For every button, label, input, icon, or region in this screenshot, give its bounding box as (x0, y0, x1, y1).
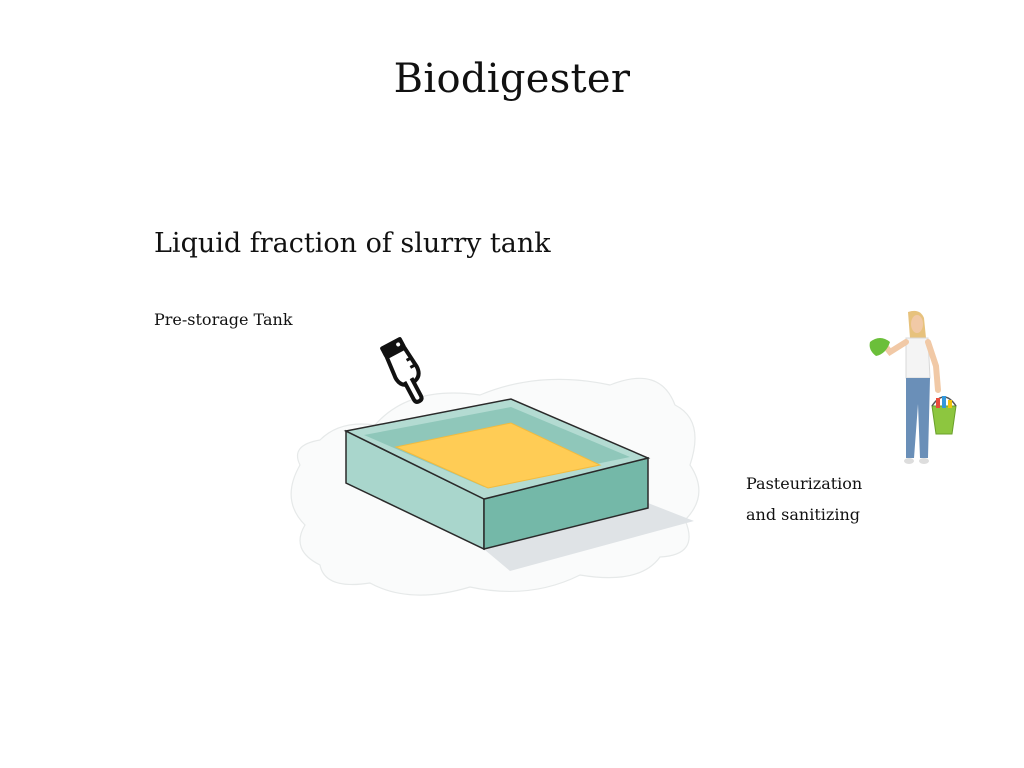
pre-storage-tank-illustration (290, 377, 700, 596)
slide-title: Biodigester (393, 56, 631, 102)
pasteurization-label-line2: and sanitizing (746, 505, 860, 524)
pointing-hand-icon (380, 337, 424, 404)
pre-storage-tank-label: Pre-storage Tank (154, 310, 293, 329)
slide-subtitle: Liquid fraction of slurry tank (154, 228, 551, 259)
person-with-bucket-illustration (869, 310, 957, 464)
tank-shadow (485, 503, 694, 571)
pasteurization-label-line1: Pasteurization (746, 474, 863, 493)
pasteurization-label: Pasteurization and sanitizing (746, 468, 862, 530)
tank-liquid (394, 422, 602, 489)
